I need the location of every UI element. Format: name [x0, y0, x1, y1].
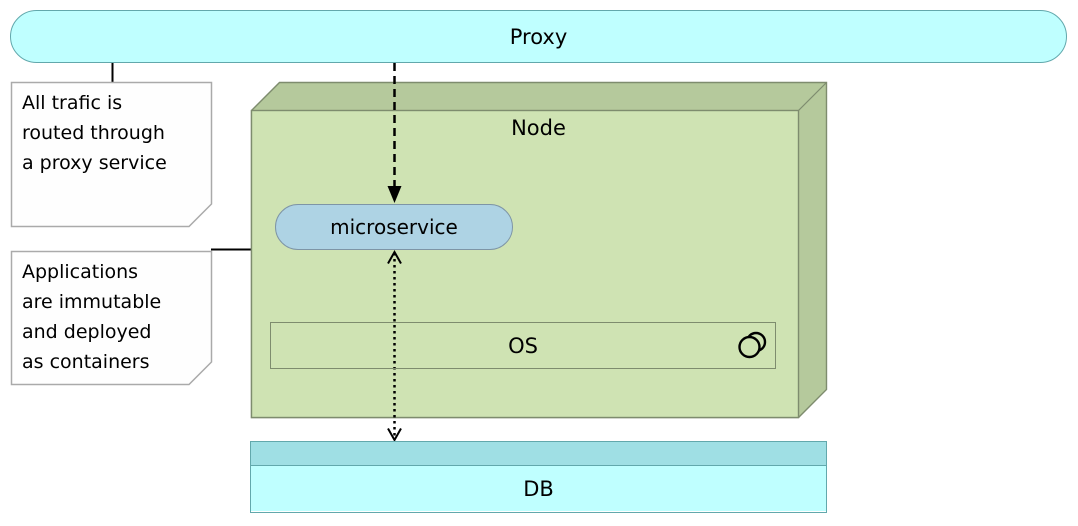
node-3d-front: [250, 109, 800, 419]
db-top-band: [251, 442, 826, 466]
db-body: DB: [251, 466, 826, 511]
note-proxy-shape: [10, 81, 213, 228]
os-component: OS: [270, 322, 776, 369]
proxy-to-microservice-arrowhead: [387, 186, 402, 203]
proxy-node: Proxy: [10, 10, 1067, 63]
note-apps-text: Applications are immutable and deployed …: [22, 261, 162, 373]
db-node: DB: [250, 441, 827, 513]
note-apps-shape: [10, 250, 213, 386]
microservice-label: microservice: [330, 215, 458, 239]
note-proxy-text: All trafic is routed through a proxy ser…: [22, 92, 167, 174]
microservice-to-db-arrowhead-up: [387, 249, 402, 264]
node-3d-top-right-edge: [798, 82, 827, 111]
os-label: OS: [508, 333, 538, 358]
db-label: DB: [523, 476, 554, 501]
node-label: Node: [511, 116, 566, 140]
component-icon: [738, 331, 767, 359]
microservice-node: microservice: [275, 204, 513, 250]
microservice-to-db-arrowhead-down: [387, 428, 402, 443]
proxy-label: Proxy: [509, 24, 568, 49]
